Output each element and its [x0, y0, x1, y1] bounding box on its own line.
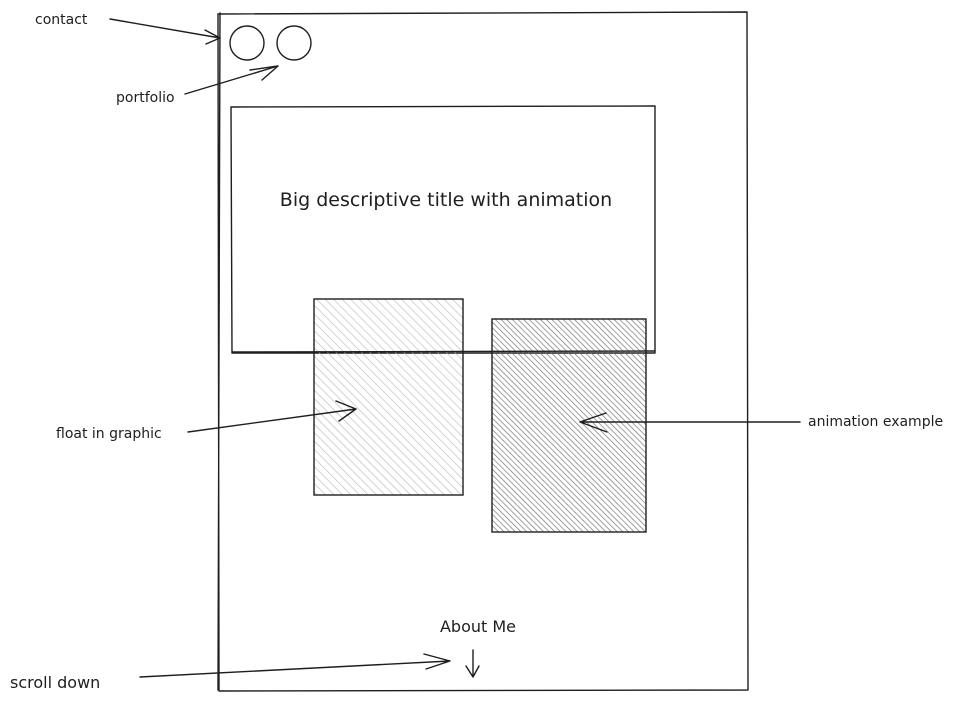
hero-box — [230, 105, 656, 354]
hero-title: Big descriptive title with animation — [280, 189, 612, 211]
contact-arrow-icon — [109, 18, 221, 45]
portfolio-nav-circle[interactable] — [276, 25, 312, 61]
portfolio-arrow-icon — [184, 65, 279, 95]
contact-nav-circle[interactable] — [229, 25, 265, 61]
animation-example-box — [491, 318, 647, 533]
scroll-arrow-icon — [139, 653, 451, 678]
annotation-contact: contact — [35, 12, 88, 28]
about-me-label: About Me — [440, 617, 516, 636]
annotation-float-in-graphic: float in graphic — [56, 426, 162, 442]
down-arrow-icon — [465, 649, 480, 678]
annotation-portfolio: portfolio — [116, 90, 175, 106]
annotation-scroll-down: scroll down — [10, 673, 100, 692]
hero-bottom-edge — [231, 350, 656, 353]
page-frame — [217, 11, 749, 692]
annotation-animation-example: animation example — [808, 414, 943, 430]
float-in-graphic-box — [313, 298, 464, 496]
animation-arrow-icon — [579, 412, 801, 433]
float-arrow-icon — [187, 400, 357, 433]
